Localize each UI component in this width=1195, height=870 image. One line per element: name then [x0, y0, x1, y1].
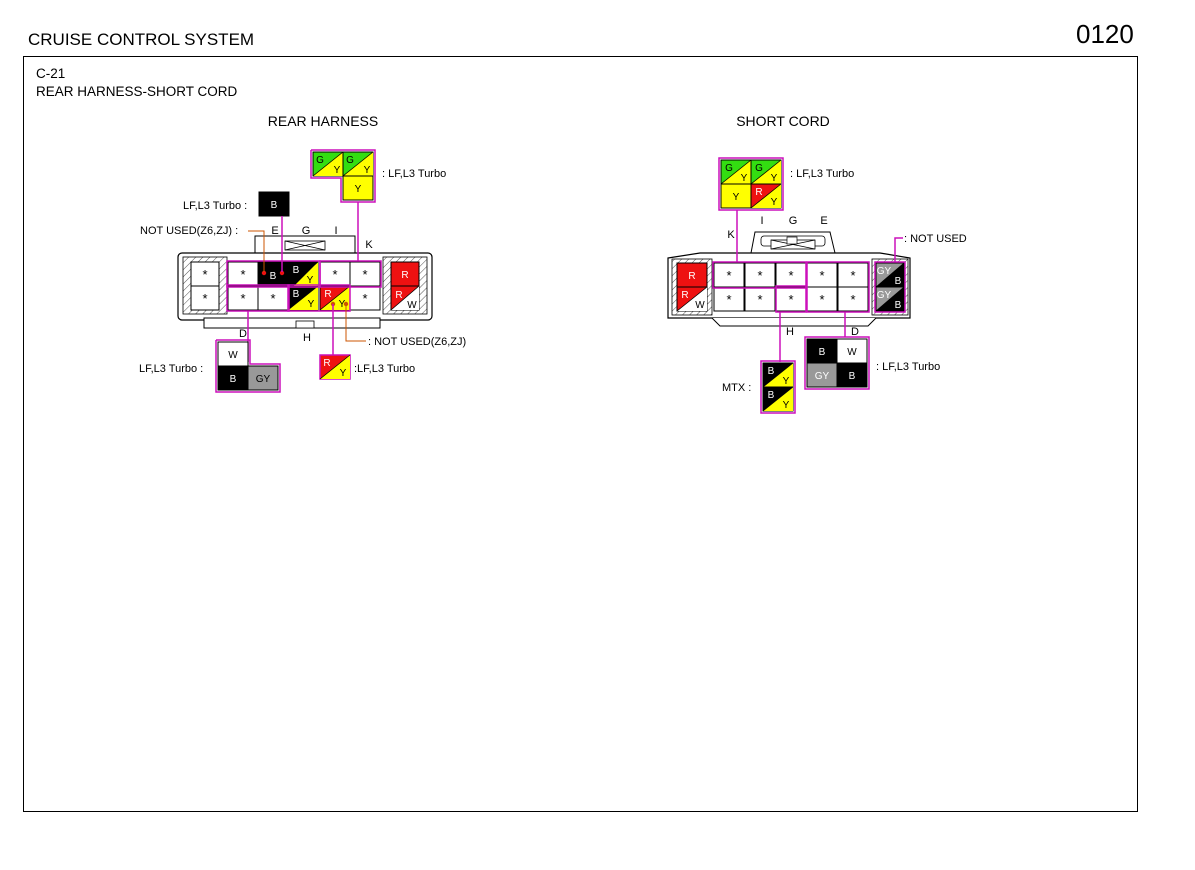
svg-text:*: * — [362, 267, 367, 282]
short-cord-title: SHORT CORD — [736, 113, 830, 129]
svg-text:B: B — [768, 366, 775, 377]
svg-text:B: B — [819, 347, 826, 358]
svg-text:MTX :: MTX : — [722, 382, 751, 394]
svg-text:Y: Y — [307, 275, 314, 286]
svg-text:GY: GY — [815, 371, 830, 382]
svg-text:B: B — [895, 300, 902, 311]
svg-text:K: K — [727, 229, 735, 241]
svg-text:*: * — [726, 268, 731, 283]
svg-text:Y: Y — [355, 184, 362, 195]
svg-text:*: * — [202, 267, 207, 282]
svg-text:*: * — [362, 291, 367, 306]
svg-text:*: * — [270, 291, 275, 306]
svg-text:Y: Y — [339, 299, 346, 310]
svg-text:B: B — [293, 265, 300, 276]
svg-text:GY: GY — [877, 266, 892, 277]
svg-text:B: B — [895, 276, 902, 287]
svg-text:*: * — [757, 292, 762, 307]
svg-text:: LF,L3 Turbo: : LF,L3 Turbo — [876, 361, 940, 373]
svg-text:B: B — [271, 200, 278, 211]
rear-k-variant-box: G Y G Y Y — [310, 149, 376, 203]
svg-text:*: * — [788, 292, 793, 307]
short-h-mtx-box: B Y B Y — [760, 360, 796, 414]
svg-text:W: W — [228, 350, 238, 361]
short-connector: R R W * * * * * * * * * * — [667, 231, 911, 327]
svg-text:D: D — [239, 328, 247, 340]
rear-harness-title: REAR HARNESS — [268, 113, 378, 129]
svg-text:B: B — [230, 374, 237, 385]
svg-text:D: D — [851, 326, 859, 338]
svg-text:E: E — [820, 215, 827, 227]
svg-text:Y: Y — [771, 197, 778, 208]
page-title: CRUISE CONTROL SYSTEM — [28, 30, 255, 49]
svg-text:Y: Y — [340, 368, 347, 379]
short-d-variant-box: B W GY B — [804, 336, 870, 390]
svg-text:NOT USED(Z6,ZJ) :: NOT USED(Z6,ZJ) : — [140, 225, 238, 237]
svg-text:Y: Y — [783, 400, 790, 411]
svg-text:G: G — [755, 163, 763, 174]
rear-connector: * * * * * * * * B B Y B Y — [177, 235, 433, 329]
page-number: 0120 — [1076, 19, 1134, 49]
svg-text:H: H — [303, 332, 311, 344]
diagram-frame — [23, 56, 1138, 812]
svg-text:R: R — [395, 290, 402, 301]
svg-text:*: * — [819, 268, 824, 283]
svg-text:W: W — [695, 300, 705, 311]
svg-text:*: * — [819, 292, 824, 307]
svg-text:G: G — [316, 155, 324, 166]
svg-text:*: * — [850, 292, 855, 307]
svg-text:Y: Y — [308, 299, 315, 310]
svg-text:R: R — [324, 289, 331, 300]
svg-text:*: * — [240, 267, 245, 282]
svg-text:*: * — [850, 268, 855, 283]
svg-text::LF,L3 Turbo: :LF,L3 Turbo — [354, 363, 415, 375]
svg-text:B: B — [293, 289, 300, 300]
svg-text:G: G — [346, 155, 354, 166]
svg-text:I: I — [334, 225, 337, 237]
short-k-variant-box: G Y G Y Y R Y — [718, 157, 784, 211]
svg-text:K: K — [365, 239, 373, 251]
svg-text:GY: GY — [256, 374, 271, 385]
svg-text:R: R — [755, 187, 762, 198]
svg-text:: NOT USED(Z6,ZJ): : NOT USED(Z6,ZJ) — [368, 336, 466, 348]
svg-text:: LF,L3 Turbo: : LF,L3 Turbo — [382, 168, 446, 180]
svg-text:G: G — [302, 225, 311, 237]
svg-text:*: * — [202, 291, 207, 306]
svg-text:R: R — [401, 270, 408, 281]
svg-text:B: B — [768, 390, 775, 401]
svg-text:*: * — [332, 267, 337, 282]
svg-text:G: G — [789, 215, 798, 227]
svg-text:E: E — [271, 225, 278, 237]
svg-text:B: B — [849, 371, 856, 382]
svg-text:R: R — [681, 290, 688, 301]
connector-code: C-21 — [36, 66, 66, 81]
svg-text:B: B — [270, 271, 277, 282]
svg-text:*: * — [240, 291, 245, 306]
svg-text:Y: Y — [771, 173, 778, 184]
svg-text:: LF,L3 Turbo: : LF,L3 Turbo — [790, 168, 854, 180]
svg-text:I: I — [760, 215, 763, 227]
svg-text:W: W — [407, 300, 417, 311]
svg-text:*: * — [726, 292, 731, 307]
svg-text:*: * — [757, 268, 762, 283]
connector-name: REAR HARNESS-SHORT CORD — [36, 84, 238, 99]
svg-text:LF,L3 Turbo :: LF,L3 Turbo : — [139, 363, 203, 375]
svg-text:Y: Y — [334, 165, 341, 176]
svg-text:GY: GY — [877, 290, 892, 301]
svg-text:LF,L3 Turbo :: LF,L3 Turbo : — [183, 200, 247, 212]
svg-text:H: H — [786, 326, 794, 338]
svg-text:: NOT USED: : NOT USED — [904, 233, 967, 245]
svg-text:G: G — [725, 163, 733, 174]
svg-text:Y: Y — [741, 173, 748, 184]
svg-text:*: * — [788, 268, 793, 283]
svg-text:Y: Y — [733, 192, 740, 203]
svg-text:R: R — [323, 358, 330, 369]
svg-text:Y: Y — [364, 165, 371, 176]
svg-text:R: R — [688, 271, 695, 282]
rear-d-variant-box: W B GY — [215, 339, 281, 393]
svg-text:Y: Y — [783, 376, 790, 387]
svg-text:W: W — [847, 347, 857, 358]
